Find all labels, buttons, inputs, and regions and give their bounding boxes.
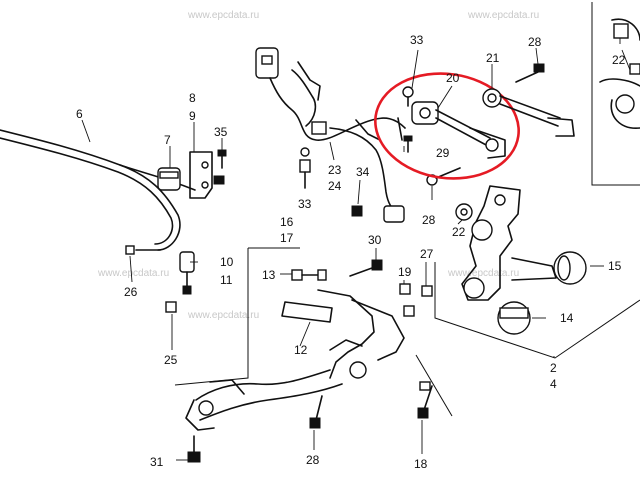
callout-13: 13 [262, 268, 276, 282]
callout-6: 6 [76, 107, 83, 121]
nut-19 [399, 283, 415, 317]
frame-knuckle [434, 262, 640, 359]
callout-31: 31 [150, 455, 164, 469]
callout-9: 9 [189, 109, 196, 123]
bolt-13 [291, 269, 327, 281]
bolt-33-lower [299, 159, 311, 189]
callout-25: 25 [164, 353, 178, 367]
callout-7: 7 [164, 133, 171, 147]
callout-22-upper: 22 [612, 53, 626, 67]
bushing-bracket [189, 151, 213, 199]
callout-16: 16 [280, 215, 294, 229]
upper-arm-assembly [402, 86, 506, 186]
bolt-18 [417, 381, 433, 419]
nut-27 [421, 285, 433, 297]
callout-34: 34 [356, 165, 370, 179]
callout-17: 17 [280, 231, 294, 245]
callout-30: 30 [368, 233, 382, 247]
callout-18: 18 [414, 457, 428, 471]
watermark: www.epcdata.ru [447, 268, 519, 279]
stabilizer-bar [0, 129, 196, 251]
red-highlight-ellipse [374, 72, 520, 180]
leader-lines [81, 38, 631, 461]
bolt-28-lower [309, 395, 323, 429]
watermark: www.epcdata.ru [467, 10, 539, 21]
callout-4: 4 [550, 377, 557, 391]
callout-22-lower: 22 [452, 225, 466, 239]
callout-26: 26 [124, 285, 138, 299]
callout-28-upper: 28 [528, 35, 542, 49]
watermark: www.epcdata.ru [187, 10, 259, 21]
callout-21: 21 [486, 51, 500, 65]
callout-12: 12 [294, 343, 308, 357]
lower-arm [185, 289, 405, 431]
callout-24: 24 [328, 179, 342, 193]
bolt-31 [187, 435, 201, 463]
knuckle-upper-right [599, 18, 640, 129]
callout-23: 23 [328, 163, 342, 177]
callout-28-mid: 28 [422, 213, 436, 227]
frame-top-right [591, 2, 640, 186]
callout-19: 19 [398, 265, 412, 279]
callout-2: 2 [550, 361, 557, 375]
frame-lower-arm-right [415, 354, 453, 417]
bolt-34 [351, 205, 363, 217]
watermark: www.epcdata.ru [97, 268, 169, 279]
callout-11: 11 [220, 273, 233, 287]
bushing-14 [497, 301, 531, 335]
bolt-30 [349, 259, 383, 277]
callout-14: 14 [560, 311, 574, 325]
callout-27: 27 [420, 247, 434, 261]
callout-29: 29 [436, 146, 450, 160]
callout-33-upper: 33 [410, 33, 424, 47]
bushing-15 [553, 251, 587, 285]
callout-20: 20 [446, 71, 460, 85]
watermark: www.epcdata.ru [187, 310, 259, 321]
sensor-harness [255, 47, 406, 223]
bushing-22 [455, 203, 473, 221]
callout-15: 15 [608, 259, 622, 273]
callout-33-lower: 33 [298, 197, 312, 211]
callout-10: 10 [220, 255, 234, 269]
bolt-35 [213, 149, 227, 185]
stabilizer-bushing [157, 167, 181, 191]
steering-knuckle [461, 185, 557, 301]
stabilizer-link [125, 245, 195, 313]
callout-35: 35 [214, 125, 228, 139]
callout-8: 8 [189, 91, 196, 105]
callout-28-lower: 28 [306, 453, 320, 467]
frame-lower-arm-left [174, 248, 249, 386]
upper-arm-21 [482, 63, 575, 137]
